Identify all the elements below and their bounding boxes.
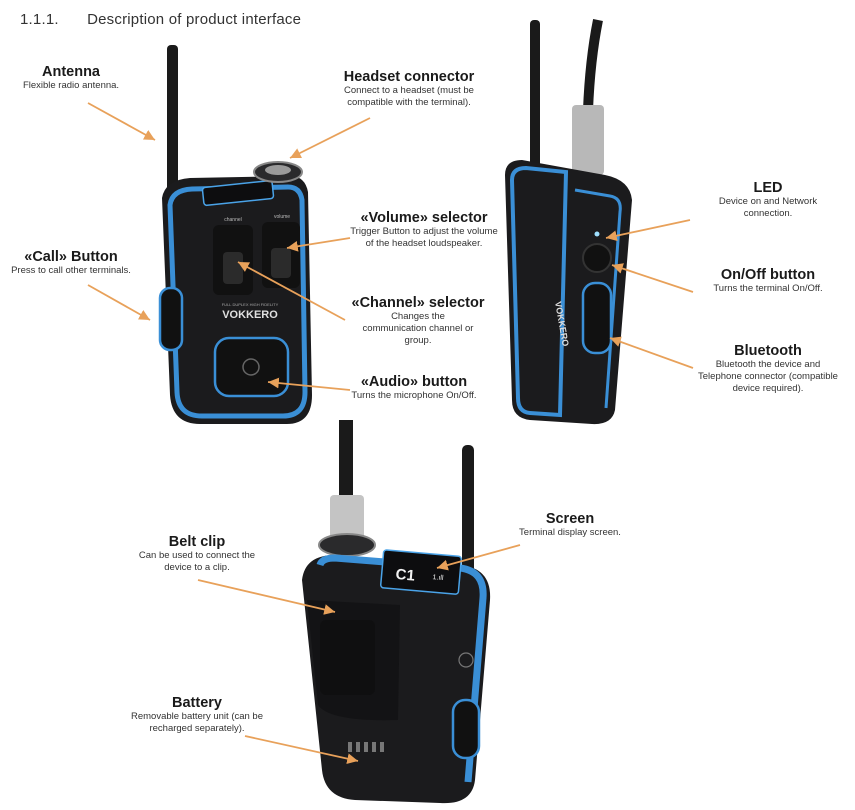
label-battery: Battery Removable battery unit (can be r… [126,695,268,735]
label-screen-title: Screen [545,511,595,527]
label-screen-desc: Terminal display screen. [519,527,621,538]
label-audio-desc: Turns the microphone On/Off. [351,390,477,401]
knob-label-volume: volume [274,214,290,220]
label-channel-desc: Changes the communication channel or gro… [362,311,474,346]
arrow-bluetooth [609,336,694,369]
label-beltclip-title: Belt clip [168,534,226,550]
call-button-back [451,698,481,760]
screen-back [379,549,463,595]
antenna-side [530,20,540,170]
label-led-title: LED [753,180,783,196]
label-battery-desc: Removable battery unit (can be recharged… [130,711,264,734]
label-bluetooth: Bluetooth Bluetooth the device and Telep… [694,343,842,395]
label-led: LED Device on and Network connection. [706,180,830,220]
label-beltclip-desc: Can be used to connect the device to a c… [138,550,256,573]
section-heading: 1.1.1. Description of product interface [20,11,301,28]
arrow-screen [436,544,521,571]
section-title: Description of product interface [87,11,302,28]
label-antenna: Antenna Flexible radio antenna. [18,64,124,92]
label-onoff-desc: Turns the terminal On/Off. [713,283,823,294]
audio-button-front [213,336,290,398]
arrow-led [605,219,691,242]
label-bluetooth-title: Bluetooth [734,343,802,359]
call-button-front [158,286,184,352]
label-call-title: «Call» Button [24,249,118,265]
label-antenna-title: Antenna [42,64,100,80]
label-led-desc: Device on and Network connection. [718,196,818,219]
arrow-headset [289,117,371,159]
device-back: C1 1.ıll [302,420,491,804]
label-headset-title: Headset connector [343,69,475,85]
arrow-volume [286,237,351,252]
label-onoff: On/Off button Turns the terminal On/Off. [708,267,828,295]
device-side: VOKKERO [505,19,632,425]
onoff-button-side [582,243,612,273]
label-audio: «Audio» button Turns the microphone On/O… [346,374,482,402]
arrow-audio [267,377,351,391]
screen-signal-back: 1.ıll [432,574,444,582]
led-side [594,231,600,237]
headset-cable-side [583,19,603,111]
arrow-call [87,284,151,321]
arrow-battery [244,735,359,764]
arrow-channel [237,261,346,321]
label-volume-desc: Trigger Button to adjust the volume of t… [350,226,498,249]
side-body [505,160,632,425]
label-headset-desc: Connect to a headset (must be compatible… [344,85,474,108]
arrow-beltclip [197,579,336,615]
label-beltclip: Belt clip Can be used to connect the dev… [132,534,262,574]
knob-label-channel: channel [224,217,242,223]
headset-connector-side [572,105,604,175]
brand-logo-front: VOKKERO [222,309,278,321]
callout-arrows [87,102,694,764]
label-channel-title: «Channel» selector [351,295,485,311]
arrow-onoff [611,263,694,293]
antenna-front [167,45,178,205]
label-channel: «Channel» selector Changes the communica… [345,295,491,347]
screen-front [201,179,275,207]
label-bluetooth-desc: Bluetooth the device and Telephone conne… [698,359,838,394]
screen-text-back: C1 [395,566,416,585]
section-number: 1.1.1. [20,11,59,28]
headset-connector-back [330,495,364,543]
bluetooth-panel-side [581,281,613,355]
label-volume-title: «Volume» selector [360,210,488,226]
device-front: VOKKERO FULL DUPLEX HIGH FIDELITY channe… [158,45,312,425]
arrow-antenna [87,102,156,141]
label-battery-title: Battery [172,695,222,711]
label-audio-title: «Audio» button [360,374,468,390]
label-antenna-desc: Flexible radio antenna. [22,80,120,91]
label-headset: Headset connector Connect to a headset (… [312,69,506,109]
brand-subtitle-front: FULL DUPLEX HIGH FIDELITY [222,302,279,307]
label-screen: Screen Terminal display screen. [514,511,626,539]
label-onoff-title: On/Off button [720,267,816,283]
label-call-desc: Press to call other terminals. [11,265,131,276]
label-call: «Call» Button Press to call other termin… [4,249,138,277]
label-volume: «Volume» selector Trigger Button to adju… [350,210,498,250]
